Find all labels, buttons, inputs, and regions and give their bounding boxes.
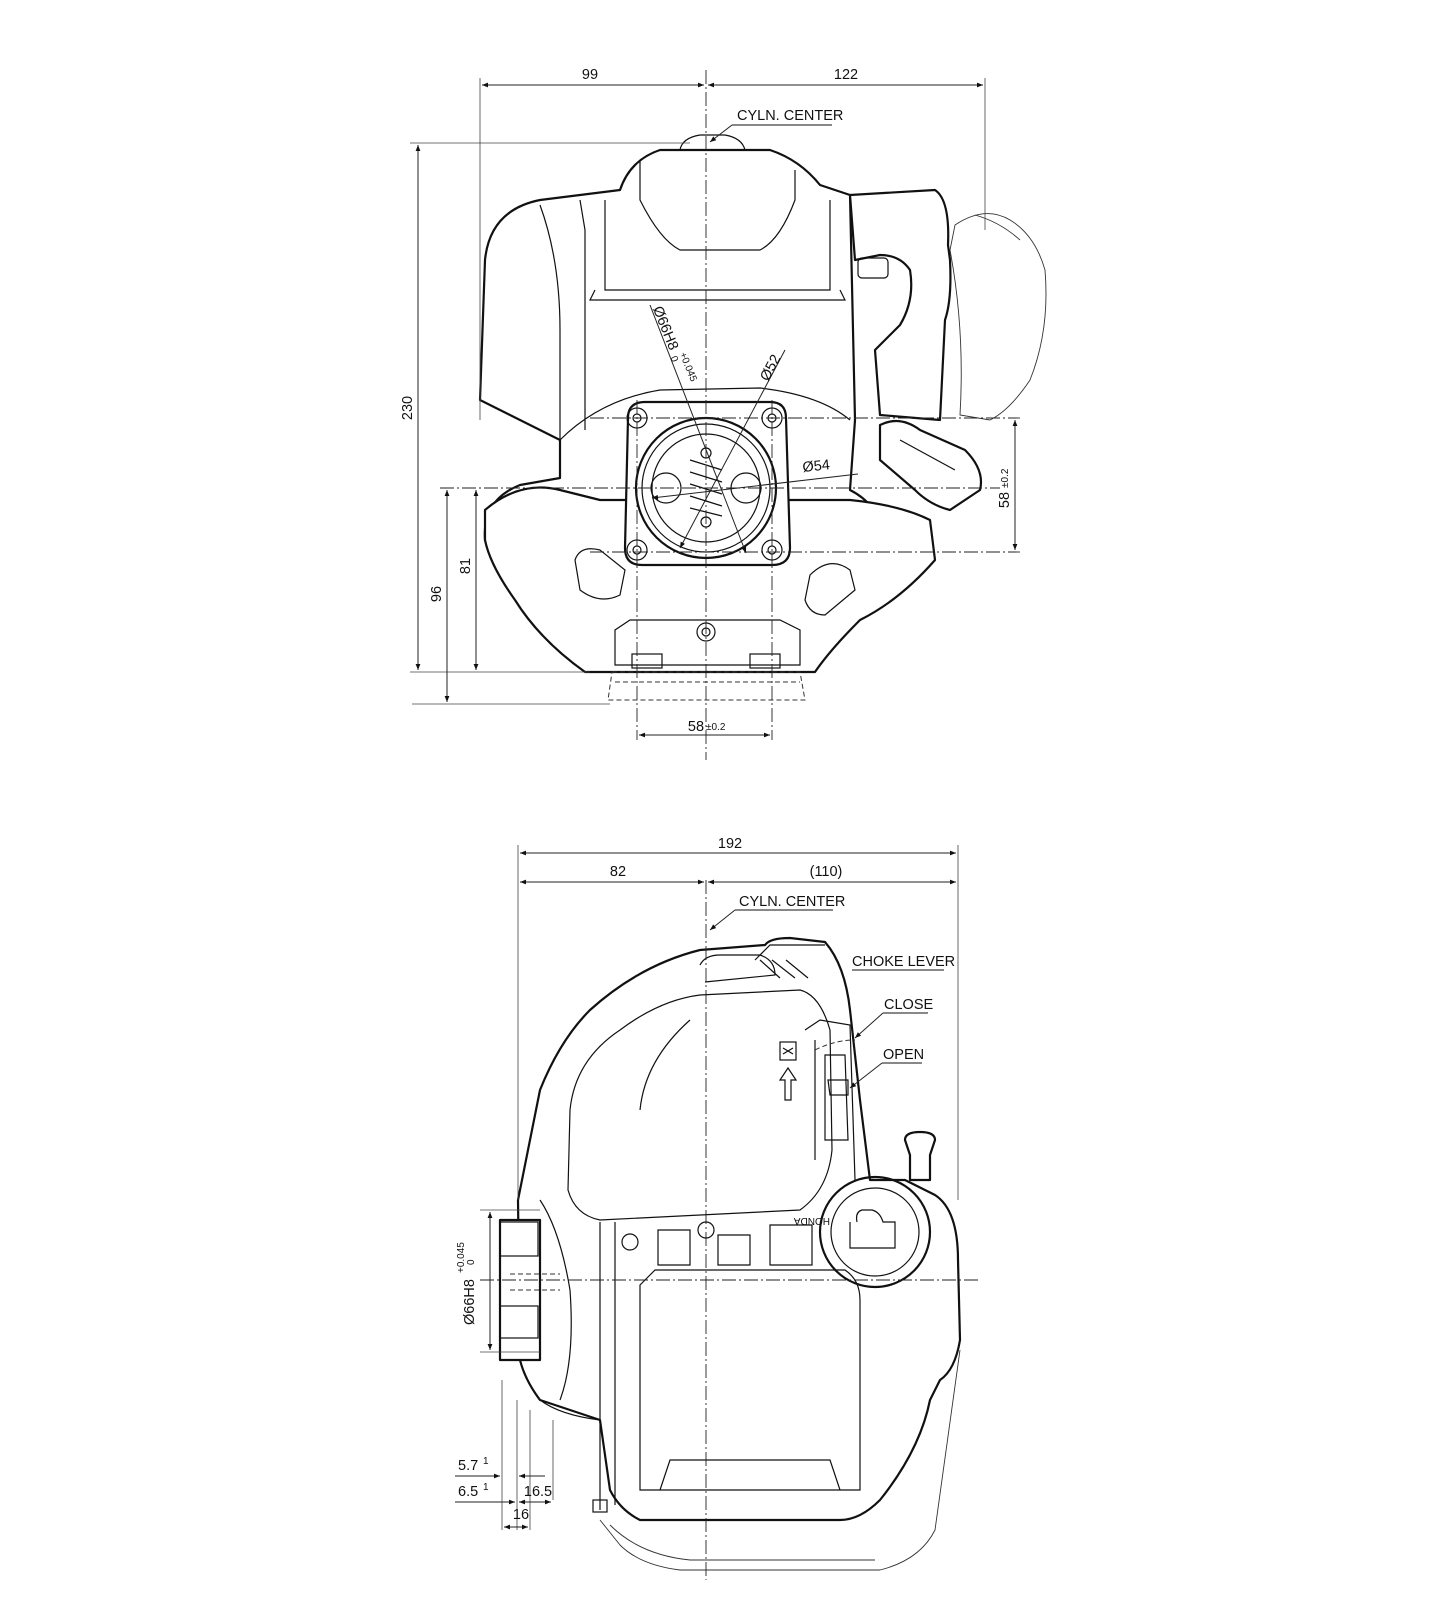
brand-mark: HONDA (794, 1215, 830, 1226)
dim-flange-depth: 16.5 (524, 1484, 552, 1500)
dim-left-to-center: 99 (582, 67, 598, 83)
dim-flange-offset-a: 5.7 (458, 1458, 478, 1474)
dim-front-to-center: 82 (610, 864, 626, 880)
callout-cylinder-center-front: CYLN. CENTER (737, 108, 843, 124)
dim-mount-horizontal-tol: ±0.2 (706, 722, 726, 733)
dim-flange-offset-b-tol: 1 (483, 1482, 489, 1493)
dim-bore-tol-lower-front: 0 (668, 354, 680, 364)
dim-mount-vertical: 58 (997, 492, 1013, 508)
front-view: 99 122 CYLN. CENTER 230 96 81 58 ±0.2 58… (400, 67, 1047, 760)
fuel-cap (818, 1175, 932, 1289)
dim-shaft-height-base: 81 (458, 558, 474, 574)
dim-mount-vertical-tol: ±0.2 (1000, 468, 1011, 488)
dim-bore-tol-upper-side: +0.045 (456, 1242, 467, 1273)
choke-symbol-icon (779, 1041, 797, 1061)
bottom-cover (483, 486, 937, 674)
base-mount (607, 619, 806, 701)
dim-flange-offset-a-tol: 1 (483, 1456, 489, 1467)
primer-knob (903, 1130, 937, 1182)
air-cleaner (848, 188, 983, 512)
callout-cylinder-center-side: CYLN. CENTER (739, 894, 845, 910)
choke-direction-arrow-icon (778, 1066, 798, 1101)
choke-lever (804, 1019, 856, 1181)
dim-bore-tol-lower-side: 0 (466, 1259, 477, 1265)
engine-housing-side (516, 936, 962, 1522)
callout-choke-lever: CHOKE LEVER (852, 954, 955, 970)
dim-center-to-rear: (110) (810, 864, 843, 880)
dim-flange-width: 16 (513, 1507, 529, 1523)
dim-shaft-height-foot: 96 (429, 586, 445, 602)
recoil-starter (623, 400, 792, 567)
dim-pcd-outer: Ø54 (802, 457, 831, 476)
dim-bore-diameter-side: Ø66H8 (462, 1279, 478, 1325)
callout-choke-open: OPEN (883, 1047, 924, 1063)
side-view: HONDA 192 82 (110) (455, 836, 980, 1580)
mount-flange (498, 1199, 601, 1421)
dim-overall-height: 230 (400, 396, 416, 420)
dim-mount-horizontal: 58 (688, 719, 704, 735)
fuel-tank-phantom-side (599, 1349, 961, 1571)
dim-center-to-right: 122 (834, 67, 858, 83)
callout-choke-close: CLOSE (884, 997, 933, 1013)
dim-overall-length: 192 (718, 836, 742, 852)
fuel-tank-phantom (949, 213, 1047, 421)
dim-flange-offset-b: 6.5 (458, 1484, 478, 1500)
